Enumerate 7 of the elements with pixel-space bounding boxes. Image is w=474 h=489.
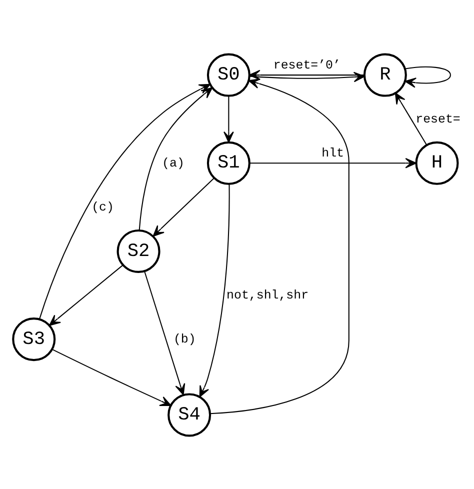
edge-label: (a) xyxy=(162,156,184,170)
edge-label: not,shl,shr xyxy=(226,288,308,302)
edge-label: (b) xyxy=(172,332,196,346)
edge-label: hlt xyxy=(321,146,344,160)
edge-label: reset=’0’ xyxy=(272,58,340,72)
edge-label: (c) xyxy=(91,200,114,214)
edge-label: reset= xyxy=(415,112,460,126)
